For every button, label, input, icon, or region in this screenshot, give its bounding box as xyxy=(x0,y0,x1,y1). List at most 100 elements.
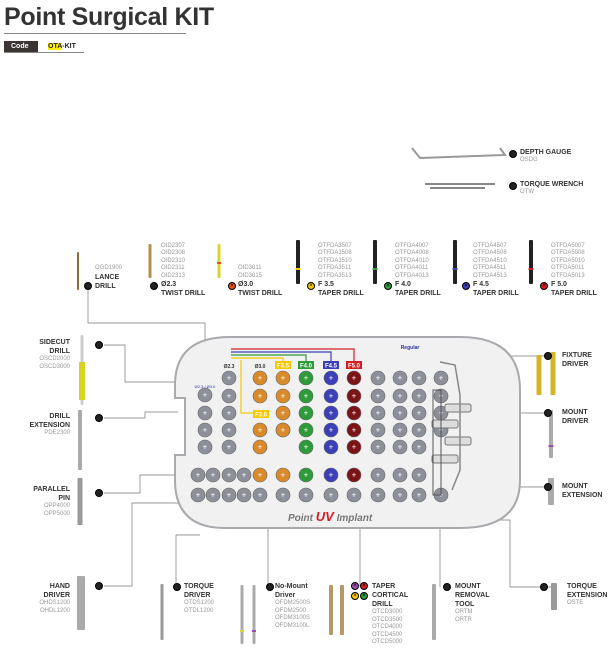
part-code: OTFDA4013 xyxy=(395,272,429,279)
plus-icon: + xyxy=(227,409,232,418)
plus-icon: + xyxy=(258,471,263,480)
part-code: OTFDA4510 xyxy=(473,257,507,264)
wrench-slot xyxy=(432,389,442,496)
part-code: OTCD4000 xyxy=(372,624,403,630)
socket xyxy=(275,487,291,503)
tool-name: EXTENSION xyxy=(29,422,70,429)
code-value: OTA-KIT xyxy=(38,41,84,52)
taper-drill-image xyxy=(373,240,377,284)
drill-tag-label: F3.0 xyxy=(255,413,268,419)
tool-name: TAPER DRILL xyxy=(318,290,364,297)
color-band xyxy=(240,630,244,632)
socket xyxy=(346,370,362,386)
leader-line xyxy=(104,502,178,587)
plus-icon: + xyxy=(281,374,286,383)
part-code: OPP5000 xyxy=(43,510,70,517)
tool-name: LANCE xyxy=(95,273,120,281)
plus-icon: + xyxy=(376,374,381,383)
column-label: Ø2.3 xyxy=(224,364,235,370)
part-code: OTDS1200 xyxy=(184,600,215,606)
socket xyxy=(298,422,314,438)
code-highlight: OTA xyxy=(48,43,63,50)
socket xyxy=(411,487,427,503)
plus-icon: + xyxy=(329,443,334,452)
color-guide xyxy=(240,360,253,414)
tool-name: DRIVER xyxy=(562,418,589,425)
section-label: Regular xyxy=(401,345,420,351)
socket xyxy=(392,422,408,438)
part-code: OTCD5000 xyxy=(372,639,403,645)
tool-name: PIN xyxy=(58,495,70,502)
socket xyxy=(190,467,206,483)
socket xyxy=(252,388,268,404)
torque-driver-image xyxy=(160,584,164,640)
socket xyxy=(275,370,291,386)
plus-icon: + xyxy=(227,491,232,500)
plus-icon: + xyxy=(281,471,286,480)
marker-dot: × xyxy=(360,582,368,590)
no-mount-driver-image xyxy=(240,585,244,644)
tool-name: TAPER DRILL xyxy=(395,290,441,297)
socket xyxy=(411,467,427,483)
color-band xyxy=(452,268,458,270)
plus-icon: + xyxy=(304,443,309,452)
drill-tag xyxy=(346,361,362,369)
drill-tag xyxy=(275,361,291,369)
socket xyxy=(411,422,427,438)
leader-line xyxy=(104,411,178,419)
socket xyxy=(433,370,449,386)
column-label: Ø3.0 xyxy=(255,364,266,370)
socket xyxy=(221,388,237,404)
tool-name: EXTENSION xyxy=(562,492,603,499)
sidecut-drill-image xyxy=(79,362,85,400)
part-code: OHDL1200 xyxy=(39,607,70,614)
marker-dot xyxy=(95,582,103,590)
part-code: OTFDA4010 xyxy=(395,257,429,264)
plus-icon: + xyxy=(398,426,403,435)
part-code: OTFDA5008 xyxy=(551,250,585,256)
part-code: OSCD3000 xyxy=(39,363,70,370)
plus-icon: + xyxy=(227,374,232,383)
marker-dot xyxy=(544,352,552,360)
plus-icon: + xyxy=(304,409,309,418)
part-code: OFDM3100L xyxy=(275,622,310,629)
socket xyxy=(370,467,386,483)
leader-line xyxy=(104,344,198,383)
socket xyxy=(411,405,427,421)
tool-name: F 5.0 xyxy=(551,281,567,288)
plus-icon: + xyxy=(196,491,201,500)
tool-name: F 4.5 xyxy=(473,281,489,288)
socket xyxy=(252,439,268,455)
part-code: OID2313 xyxy=(161,272,186,279)
marker-dot xyxy=(95,414,103,422)
marker-dot xyxy=(173,583,181,591)
plus-icon: + xyxy=(281,491,286,500)
plus-icon: + xyxy=(203,443,208,452)
marker-dot: × xyxy=(228,282,236,290)
tool-name: Driver xyxy=(275,592,296,599)
leader-line xyxy=(470,519,555,588)
taper-drill-image xyxy=(529,240,533,284)
part-code: OID2308 xyxy=(161,250,186,256)
part-code: PDE2300 xyxy=(44,430,70,436)
socket xyxy=(252,487,268,503)
mount-extension-image xyxy=(548,478,554,505)
part-code: OID3015 xyxy=(238,272,263,279)
tool-name: MOUNT xyxy=(562,409,588,416)
product-code: Code OTA-KIT xyxy=(4,41,84,53)
marker-dot: × xyxy=(351,592,359,600)
plus-icon: + xyxy=(417,471,422,480)
part-code: OTCD3500 xyxy=(372,616,403,623)
tool-slot xyxy=(444,403,472,413)
part-code: OTFDA4511 xyxy=(473,265,507,271)
tool-name: CORTICAL xyxy=(372,592,409,599)
socket xyxy=(392,439,408,455)
